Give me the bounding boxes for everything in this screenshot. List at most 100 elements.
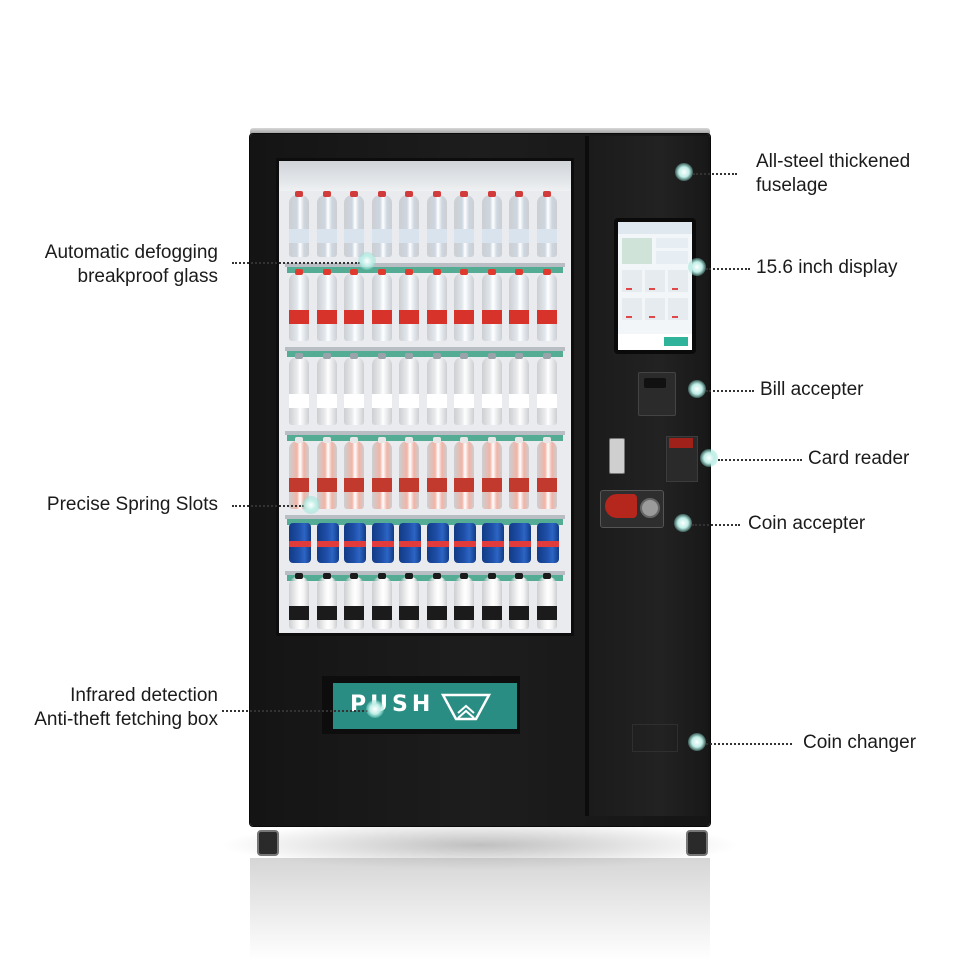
leader-line-display: [706, 268, 750, 270]
bottle-cap: [405, 191, 413, 197]
hotspot-dot: [358, 252, 376, 270]
bottle-cap: [432, 437, 441, 443]
bottle-cap: [377, 573, 386, 579]
bottle-label: [316, 606, 337, 620]
bottle-label: [536, 606, 557, 620]
product-bottle: [344, 191, 364, 257]
door-lock: [609, 438, 625, 474]
bottle-cap: [322, 269, 331, 275]
push-tray-icon: [440, 693, 492, 721]
bottle-label: [344, 229, 364, 243]
product-bottle: [509, 191, 529, 257]
callout-box-line1: Infrared detection: [70, 685, 218, 706]
bottle-label: [289, 478, 309, 492]
product-can: [371, 523, 394, 563]
product-bottle: [509, 573, 529, 629]
product-bottle: [316, 269, 337, 341]
hotspot-dot: [674, 514, 692, 532]
product-bottle: [454, 353, 474, 425]
door-divider: [585, 136, 589, 816]
product-bottle: [289, 437, 309, 509]
callout-coin: Coin accepter: [748, 513, 866, 534]
bottle-cap: [460, 437, 468, 443]
bottle-cap: [460, 191, 468, 197]
product-bottle: [426, 191, 447, 257]
product-bottle: [371, 191, 392, 257]
product-bottle: [344, 573, 364, 629]
touch-display[interactable]: [618, 222, 692, 350]
product-can: [344, 523, 366, 563]
hotspot-dot: [688, 733, 706, 751]
product-bottle: [509, 269, 529, 341]
bottle-cap: [515, 353, 523, 359]
bottle-cap: [460, 353, 468, 359]
bottle-cap: [350, 269, 358, 275]
leader-line-coin: [692, 524, 740, 526]
bottle-label: [289, 606, 309, 620]
bottle-label: [371, 606, 392, 620]
leader-line-fuselage: [693, 173, 737, 175]
push-flap[interactable]: [333, 683, 517, 729]
bottle-cap: [487, 353, 496, 359]
bottle-cap: [377, 191, 386, 197]
product-bottle: [536, 573, 557, 629]
callout-fuselage-line1: All-steel thickened: [756, 151, 911, 172]
bottle-label: [481, 394, 502, 408]
display-ui-graphic: [618, 222, 692, 350]
bottle-label: [371, 229, 392, 243]
product-bottle: [536, 437, 557, 509]
hotspot-dot: [688, 380, 706, 398]
bottle-cap: [295, 437, 303, 443]
bottle-cap: [487, 437, 496, 443]
product-bottle: [289, 191, 309, 257]
product-bottle: [289, 353, 309, 425]
glass-display-window: [276, 158, 574, 636]
bottle-label: [289, 394, 309, 408]
product-bottle: [454, 191, 474, 257]
coin-changer-outlet[interactable]: [632, 724, 678, 752]
product-bottle: [481, 353, 502, 425]
bottle-cap: [295, 269, 303, 275]
bottle-label: [481, 478, 502, 492]
coin-return-lever[interactable]: [605, 494, 637, 518]
product-bottle: [426, 437, 447, 509]
product-bottle: [316, 437, 337, 509]
callout-slots: Precise Spring Slots: [46, 494, 218, 515]
product-bottle: [426, 269, 447, 341]
bottle-label: [509, 310, 529, 324]
product-bottle: [371, 437, 392, 509]
product-bottle: [399, 191, 419, 257]
product-can: [509, 523, 531, 563]
bottle-label: [426, 310, 447, 324]
bottle-label: [536, 394, 557, 408]
product-bottle: [454, 269, 474, 341]
callout-box-line2: Anti-theft fetching box: [34, 709, 218, 730]
product-bottle: [509, 437, 529, 509]
spring-slot-shelf: [285, 347, 565, 351]
bottle-cap: [295, 191, 303, 197]
bottle-cap: [542, 191, 551, 197]
product-bottle: [344, 269, 364, 341]
bottle-label: [426, 606, 447, 620]
product-can: [481, 523, 504, 563]
product-bottle: [481, 437, 502, 509]
bottle-cap: [432, 269, 441, 275]
bottle-label: [536, 478, 557, 492]
callout-glass: Automatic defogging breakproof glass: [12, 241, 218, 289]
coin-slot[interactable]: [640, 498, 660, 518]
bottle-cap: [515, 191, 523, 197]
bottle-cap: [515, 573, 523, 579]
bottle-label: [316, 478, 337, 492]
bottle-label: [454, 478, 474, 492]
bottle-label: [316, 310, 337, 324]
bottle-cap: [377, 437, 386, 443]
price-label-strip: [287, 575, 563, 581]
caster-wheel-right: [686, 830, 708, 856]
bottle-label: [399, 394, 419, 408]
bottle-label: [454, 606, 474, 620]
spring-slot-shelf: [285, 635, 565, 636]
bottle-label: [509, 229, 529, 243]
product-bottle: [536, 353, 557, 425]
hotspot-dot: [302, 496, 320, 514]
